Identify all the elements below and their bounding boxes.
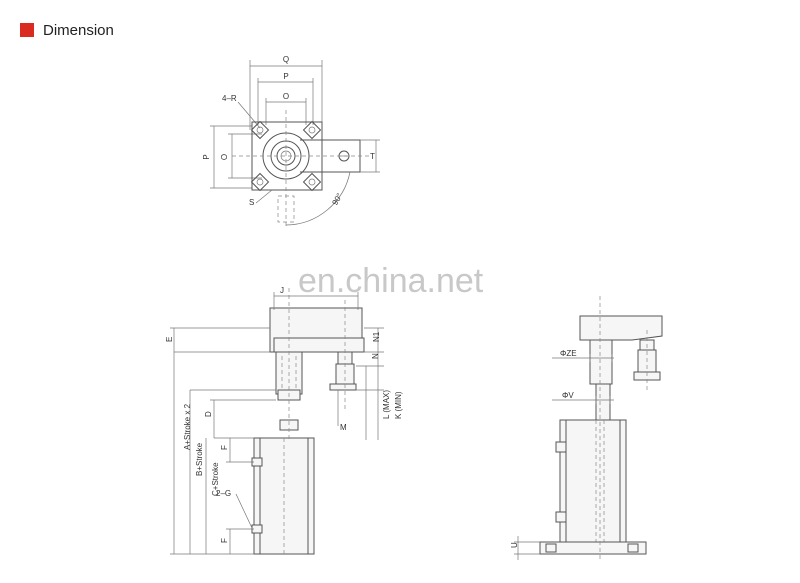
dim-j: J (280, 286, 284, 295)
dim-d: D (204, 411, 213, 417)
front-view: ΦZE ΦV U (510, 296, 663, 560)
dim-m: M (340, 423, 347, 432)
dim-phi-ze: ΦZE (560, 349, 577, 358)
dim-f-lower: F (220, 538, 229, 543)
dim-o-left: O (220, 154, 229, 160)
dim-p-top: P (283, 72, 288, 81)
dim-u: U (510, 542, 519, 548)
section-header: Dimension (20, 18, 114, 42)
dim-phi-v: ΦV (562, 391, 574, 400)
dim-e: E (165, 337, 174, 342)
dim-90-deg: 90° (330, 192, 344, 207)
dim-t: T (370, 152, 375, 161)
dim-l: L (MAX) (382, 390, 391, 419)
side-view: E J A+Stroke x 2 B+Stroke C+Stroke D F F… (165, 286, 403, 555)
dim-o-top: O (283, 92, 289, 101)
dim-p-left: P (202, 154, 211, 159)
watermark: en.china.net (298, 262, 484, 300)
dim-n1: N1 (372, 331, 381, 342)
dim-q: Q (283, 55, 289, 64)
dim-n: N (371, 353, 380, 359)
dim-f-upper: F (220, 445, 229, 450)
dim-a: A+Stroke x 2 (183, 403, 192, 450)
dim-2g: 2–G (216, 489, 231, 498)
top-view: Q P O 4–R P O (202, 55, 380, 226)
dim-c: C+Stroke (211, 462, 220, 496)
dim-4r: 4–R (222, 94, 237, 103)
section-title: Dimension (43, 21, 114, 39)
dim-s: S (249, 198, 254, 207)
dim-b: B+Stroke (195, 442, 204, 476)
red-square-icon (20, 23, 34, 37)
dim-k: K (MIN) (394, 391, 403, 419)
